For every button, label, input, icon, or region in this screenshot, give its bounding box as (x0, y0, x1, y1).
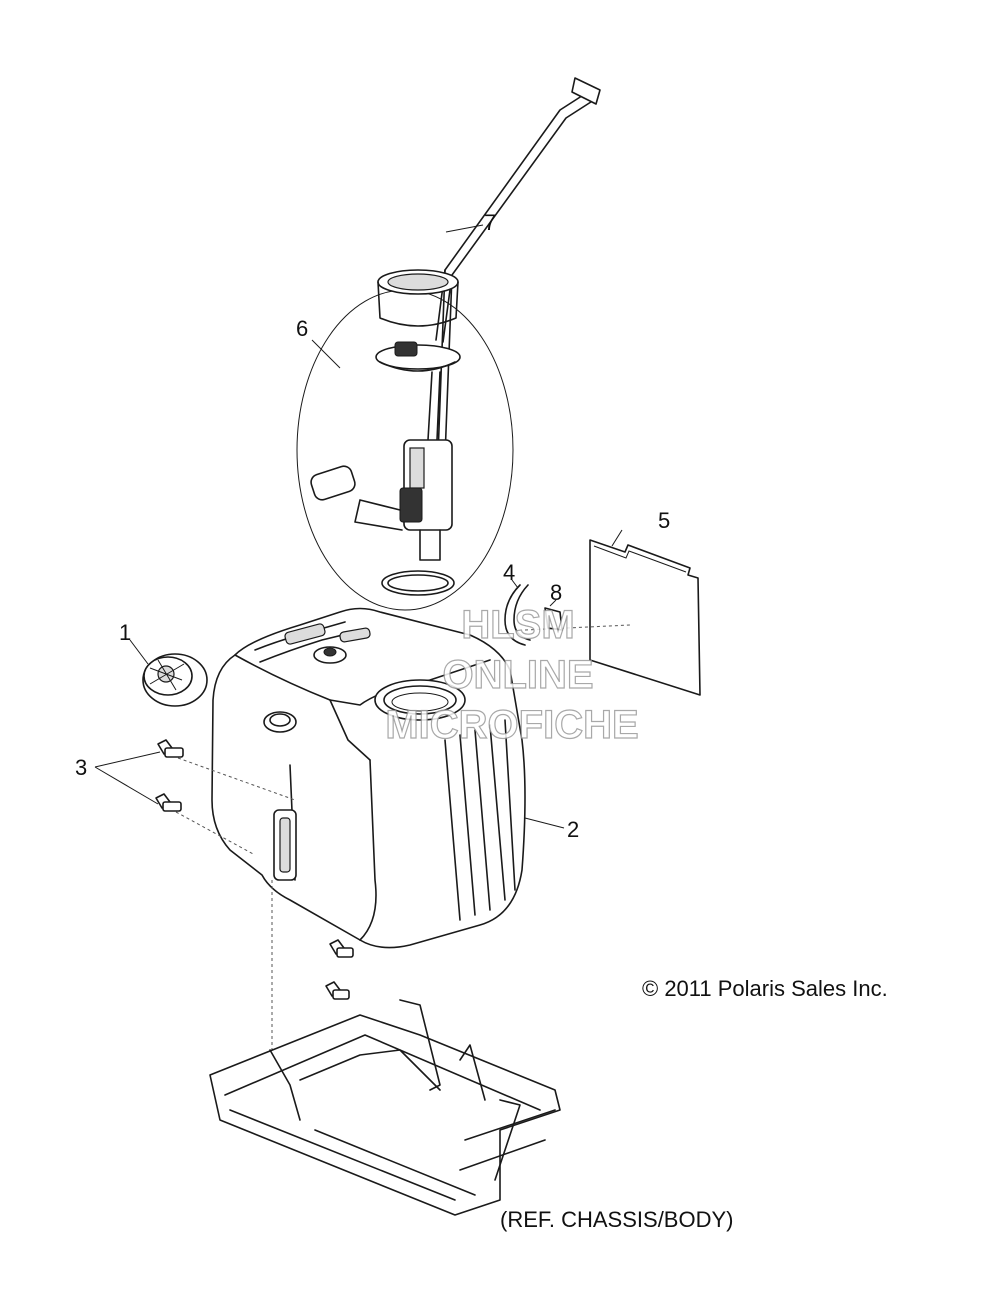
bolt-lower (155, 793, 182, 812)
callout-1: 1 (119, 620, 131, 645)
reference-note: (REF. CHASSIS/BODY) (500, 1207, 733, 1232)
callout-6: 6 (296, 316, 308, 341)
watermark-line-3: MICROFICHE (385, 703, 638, 747)
watermark: HLSM ONLINE MICROFICHE (385, 602, 640, 747)
callout-8: 8 (550, 580, 562, 605)
watermark-line-2: ONLINE (442, 653, 593, 697)
fuel-cap-part-1 (142, 653, 208, 707)
callout-7: 7 (484, 210, 496, 235)
callout-2: 2 (567, 817, 579, 842)
callout-3: 3 (75, 755, 87, 780)
chassis-frame-reference (209, 999, 561, 1216)
shield-panel-part-5 (524, 539, 701, 696)
watermark-line-1: HLSM (461, 603, 574, 647)
fuel-pump-assembly-part-6 (296, 269, 514, 611)
callout-4: 4 (503, 560, 515, 585)
callout-5: 5 (658, 508, 670, 533)
bolt-tank-1 (329, 939, 354, 958)
clip-part-8 (544, 607, 563, 631)
callout-labels: 7 6 5 4 8 1 3 2 (75, 210, 670, 842)
bolt-upper (157, 739, 184, 758)
copyright-text: © 2011 Polaris Sales Inc. (642, 976, 888, 1001)
hose-part-4 (504, 584, 531, 646)
fuel-tank-part-2 (175, 607, 526, 1100)
leader-lines (94, 224, 623, 829)
bolts-part-3 (155, 739, 354, 1000)
bolt-tank-2 (325, 981, 350, 1000)
